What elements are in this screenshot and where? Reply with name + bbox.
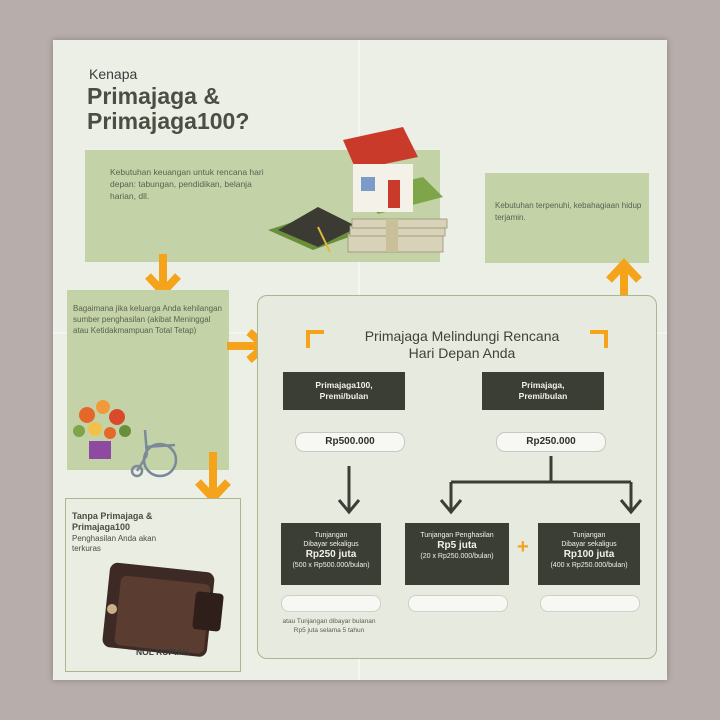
benefit-1-calc: (500 x Rp500.000/bulan)	[292, 562, 370, 569]
blank-pill	[540, 595, 640, 612]
benefit-1-label: Tunjangan	[314, 532, 348, 539]
without-title-line-2: Primajaga100	[72, 522, 131, 532]
bracket-right-icon	[590, 330, 608, 348]
benefit-2-amount: Rp5 juta	[437, 540, 477, 551]
fulfilled-box: Kebutuhan terpenuhi, kebahagiaan hidup t…	[485, 173, 649, 263]
page-title: Primajaga & Primajaga100?	[87, 84, 287, 134]
flow-arrows	[337, 456, 643, 515]
without-subtitle: Penghasilan Anda akan terkuras	[72, 534, 157, 553]
fulfilled-text: Kebutuhan terpenuhi, kebahagiaan hidup t…	[495, 201, 642, 222]
benefit-2-label: Tunjangan Penghasilan	[420, 532, 494, 539]
benefit-lump-sum-100: Tunjangan Dibayar sekaligus Rp100 juta (…	[538, 523, 640, 585]
without-title-line-1: Tanpa Primajaga &	[72, 511, 153, 521]
plan-primajaga: Primajaga, Premi/bulan	[482, 372, 604, 410]
plan-primajaga100: Primajaga100, Premi/bulan	[283, 372, 405, 410]
plus-icon: +	[517, 536, 529, 558]
without-protection-box: Tanpa Primajaga & Primajaga100 Penghasil…	[65, 498, 241, 672]
benefit-3-label: Tunjangan	[572, 532, 606, 539]
income-loss-box: Bagaimana jika keluarga Anda kehilangan …	[67, 290, 229, 470]
plan-primajaga-premium: Premi/bulan	[518, 391, 568, 401]
panel-title-line-2: Hari Depan Anda	[408, 345, 516, 361]
benefit-3-label-2: Dibayar sekaligus	[561, 541, 617, 548]
price-primajaga100: Rp500.000	[295, 432, 405, 452]
house-money-illustration	[268, 127, 448, 253]
needs-text: Kebutuhan keuangan untuk rencana hari de…	[110, 167, 264, 201]
benefit-monthly-income: Tunjangan Penghasilan Rp5 juta (20 x Rp2…	[405, 523, 509, 585]
benefit-3-amount: Rp100 juta	[563, 549, 615, 560]
empty-wallet-icon	[102, 562, 224, 657]
brochure-page: Kenapa Primajaga & Primajaga100? Kebutuh…	[53, 40, 667, 680]
plan-primajaga-name: Primajaga,	[521, 380, 565, 390]
benefit-1-label-2: Dibayar sekaligus	[303, 541, 359, 548]
without-title: Tanpa Primajaga & Primajaga100	[72, 511, 152, 533]
wallet-label: NOL RUPIAH	[136, 647, 189, 657]
blank-pill	[281, 595, 381, 612]
title-line-2: Primajaga100?	[87, 108, 250, 134]
price-primajaga: Rp250.000	[496, 432, 606, 452]
monthly-payout-note: atau Tunjangan dibayar bulanan Rp5 juta …	[282, 618, 376, 634]
income-loss-text: Bagaimana jika keluarga Anda kehilangan …	[73, 304, 222, 335]
benefit-lump-sum-250: Tunjangan Dibayar sekaligus Rp250 juta (…	[281, 523, 381, 585]
bracket-left-icon	[306, 330, 324, 348]
kicker: Kenapa	[89, 66, 138, 82]
blank-pill	[408, 595, 508, 612]
title-line-1: Primajaga &	[87, 83, 220, 109]
panel-title: Primajaga Melindungi Rencana Hari Depan …	[317, 328, 607, 362]
flowers-wheelchair-illustration	[73, 400, 178, 478]
benefit-2-calc: (20 x Rp250.000/bulan)	[420, 553, 494, 560]
benefit-3-calc: (400 x Rp250.000/bulan)	[550, 562, 628, 569]
plan-primajaga100-premium: Premi/bulan	[319, 391, 369, 401]
benefit-1-amount: Rp250 juta	[305, 549, 357, 560]
panel-title-line-1: Primajaga Melindungi Rencana	[364, 328, 560, 344]
plan-primajaga100-name: Primajaga100,	[315, 380, 373, 390]
